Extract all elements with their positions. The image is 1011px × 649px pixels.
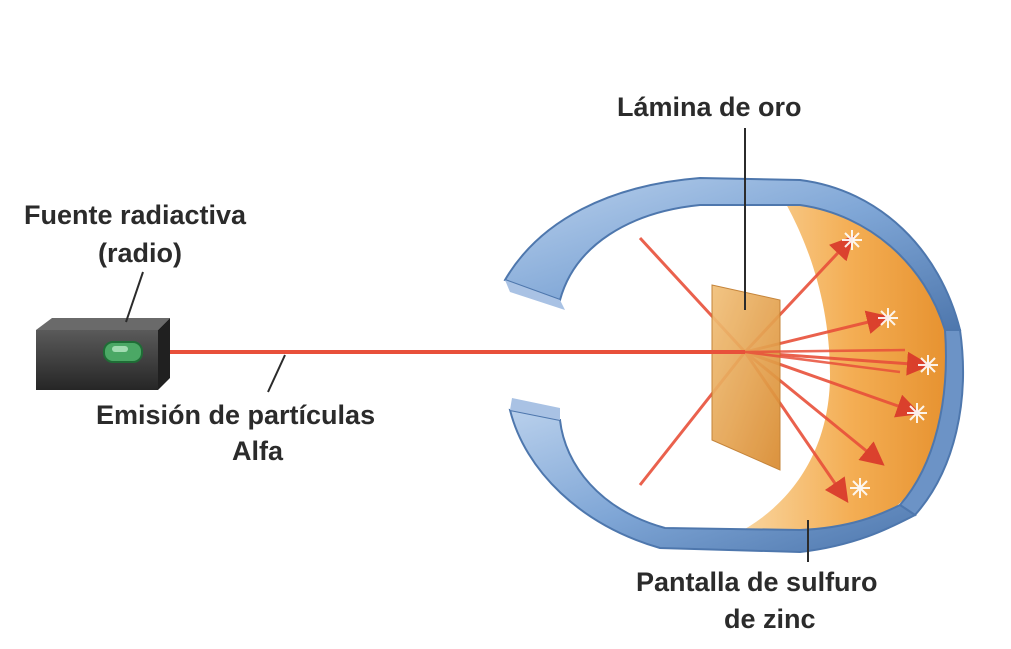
screen-label-line2: de zinc (724, 604, 816, 634)
screen-label-line1: Pantalla de sulfuro (636, 567, 878, 597)
radioactive-source-box (36, 318, 170, 390)
source-label-line2: (radio) (98, 238, 182, 268)
zinc-sulfide-screen (700, 185, 955, 548)
leader-lines (125, 128, 809, 562)
emission-label-line2: Alfa (232, 436, 284, 466)
emission-label-line1: Emisión de partículas (96, 400, 376, 430)
transmitted-beams (744, 348, 906, 374)
impact-flashes (842, 230, 938, 498)
source-label-line1: Fuente radiactiva (24, 200, 247, 230)
ring-opening-top-edge (505, 280, 565, 310)
gold-foil (711, 284, 781, 471)
ring-bottom (508, 408, 917, 554)
ring-opening-bottom-edge (510, 398, 560, 420)
gold-foil-label: Lámina de oro (617, 92, 802, 122)
